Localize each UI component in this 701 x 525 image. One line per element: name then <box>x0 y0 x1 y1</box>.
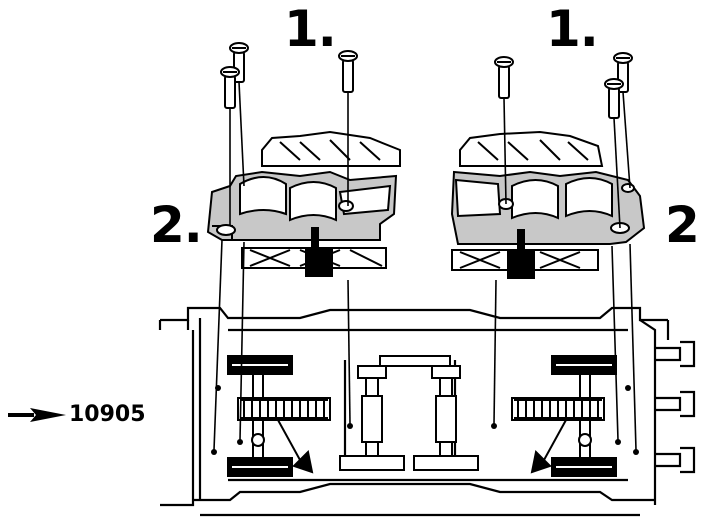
step-1-label-left: 1. <box>284 0 337 58</box>
part-number: 10905 <box>69 402 146 427</box>
screws <box>220 42 633 119</box>
step-1-label-right: 1. <box>546 0 599 58</box>
chassis-frame <box>158 306 696 517</box>
mount-holes <box>211 385 639 455</box>
alignment-lines <box>213 81 637 451</box>
right-truck-cover <box>450 130 646 279</box>
insert-arrows <box>277 419 567 474</box>
step-2-label-right: 2. <box>665 196 701 254</box>
center-axles <box>339 355 479 471</box>
arrow-right-icon <box>8 407 66 422</box>
right-wheelset <box>511 355 617 477</box>
left-truck-cover <box>206 130 401 277</box>
step-2-label-left: 2. <box>150 196 203 254</box>
part-reference: 10905 <box>8 402 146 427</box>
left-wheelset <box>227 355 331 477</box>
